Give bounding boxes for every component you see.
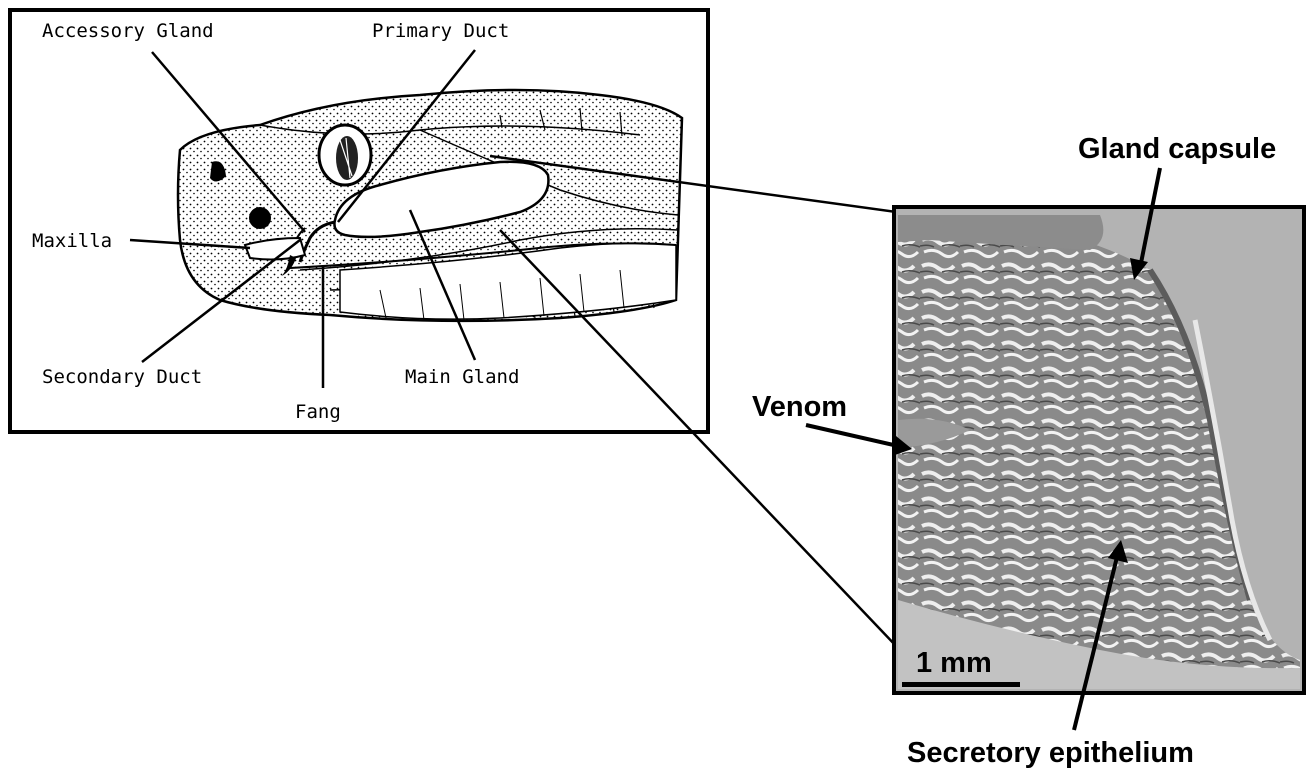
label-main-gland: Main Gland (405, 366, 519, 388)
label-maxilla: Maxilla (32, 230, 112, 252)
micrograph-panel: 1 mm (894, 207, 1304, 693)
label-secondary-duct: Secondary Duct (42, 366, 202, 388)
snake-head-drawing-icon (178, 90, 682, 321)
label-secretory-epithelium: Secretory epithelium (907, 737, 1194, 769)
label-gland-capsule: Gland capsule (1078, 133, 1276, 165)
scale-bar-label: 1 mm (916, 647, 992, 679)
scale-bar (902, 682, 1020, 687)
label-primary-duct: Primary Duct (372, 20, 509, 42)
label-venom: Venom (752, 391, 847, 423)
label-fang: Fang (295, 401, 341, 423)
snake-head-panel: Accessory Gland Primary Duct Maxilla Sec… (10, 10, 708, 432)
label-accessory-gland: Accessory Gland (42, 20, 214, 42)
